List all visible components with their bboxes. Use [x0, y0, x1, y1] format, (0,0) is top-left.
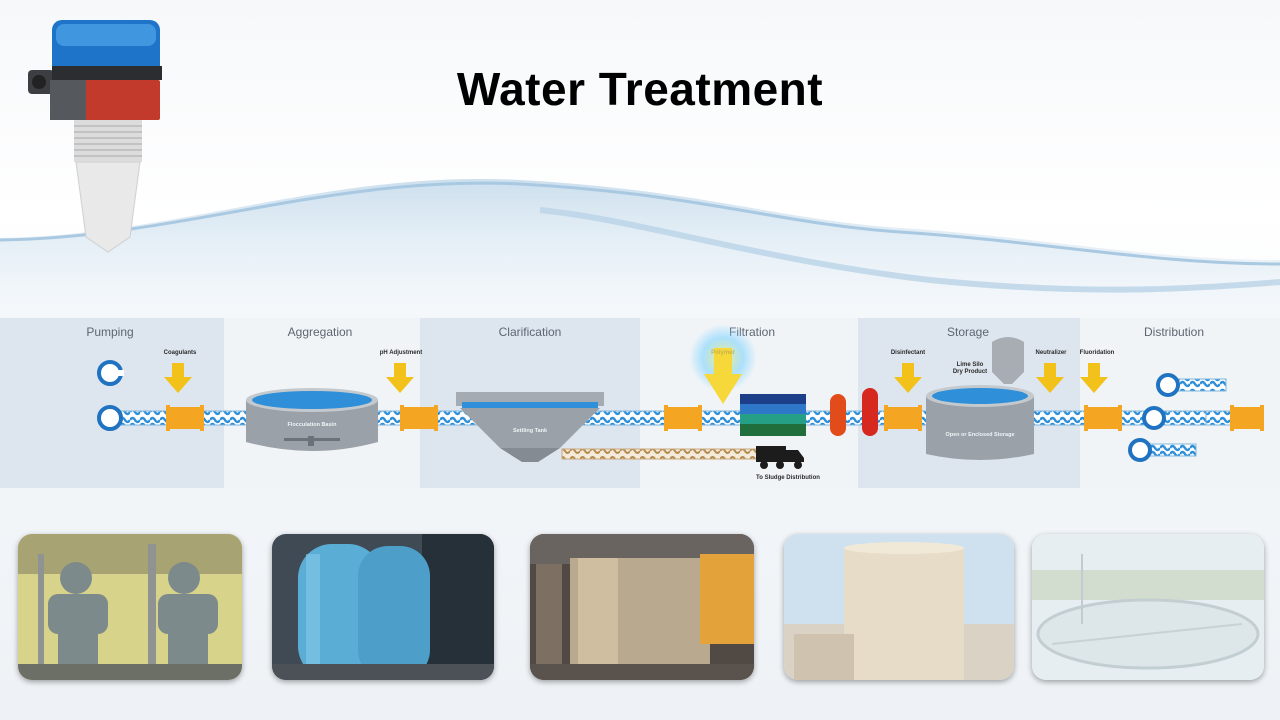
pumps-photo — [18, 534, 242, 680]
label-sludge-distribution: To Sludge Distribution — [756, 475, 820, 481]
label-flocculation-basin: Flocculation Basin — [287, 422, 337, 428]
level-sensor-image — [28, 20, 162, 253]
pump-inlet-icon — [97, 360, 124, 386]
storage-tank — [926, 385, 1034, 460]
chemical-capsules — [830, 388, 878, 436]
polymer-injector-icon — [704, 348, 742, 404]
clarifier-photo — [1032, 534, 1264, 680]
pipe-connectors — [166, 405, 1264, 431]
water-wave-background — [0, 178, 1280, 320]
distribution-branches — [1128, 373, 1227, 462]
pump-inlet-icon — [97, 405, 123, 431]
process-flow-svg — [97, 324, 1264, 469]
label-fluoridation: Fluoridation — [1079, 350, 1115, 356]
storage-tank-photo — [784, 534, 1014, 680]
label-disinfectant: Disinfectant — [890, 350, 926, 356]
label-neutralizer: Neutralizer — [1035, 350, 1067, 356]
page-title: Water Treatment — [456, 63, 824, 115]
label-ph-adjustment: pH Adjustment — [379, 350, 423, 356]
stage-label-clarification: Clarification — [498, 325, 562, 339]
label-coagulants: Coagulants — [163, 350, 197, 356]
sludge-pipe — [561, 448, 763, 460]
filter-unit — [740, 394, 806, 436]
label-lime-silo: Lime Silo Dry Product — [952, 362, 988, 375]
stage-pumping-bg — [0, 318, 224, 488]
label-polymer: Polymer — [711, 350, 735, 356]
process-diagram: Pumping Aggregation Clarification Filtra… — [0, 318, 1280, 488]
label-storage-tank: Open or Enclosed Storage — [945, 432, 1015, 438]
flocculation-basin — [246, 388, 378, 451]
stage-label-distribution: Distribution — [1143, 325, 1205, 339]
stage-label-pumping: Pumping — [86, 325, 134, 339]
label-settling-tank: Settling Tank — [512, 428, 548, 434]
settling-tank — [456, 392, 604, 462]
sludge-truck-icon — [756, 446, 804, 469]
stage-distribution-bg — [1080, 318, 1280, 488]
pressure-tanks-photo — [272, 534, 494, 680]
lime-silo-icon — [992, 337, 1024, 384]
filter-room-photo — [530, 534, 754, 680]
stage-label-aggregation: Aggregation — [287, 325, 353, 339]
stage-label-storage: Storage — [946, 325, 990, 339]
chemical-injectors — [164, 363, 1108, 393]
